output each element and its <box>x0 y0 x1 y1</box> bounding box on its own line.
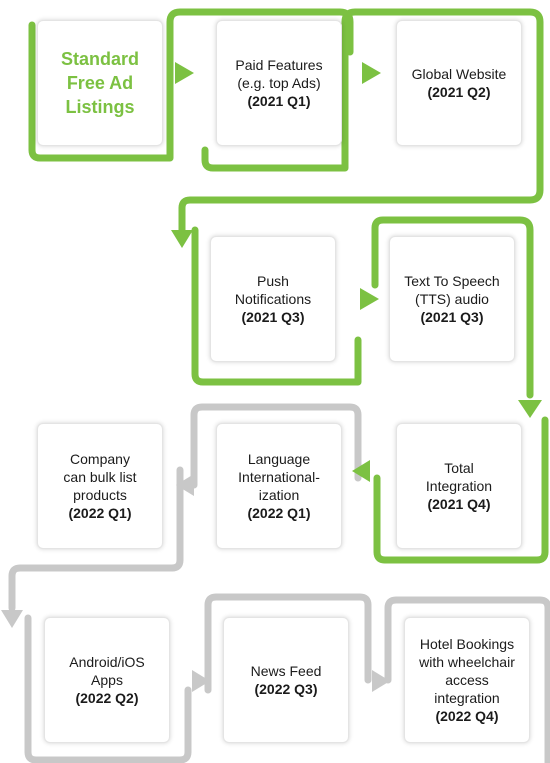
step-title: Standard Free Ad Listings <box>60 49 139 117</box>
step-card-total-integration: Total Integration (2021 Q4) <box>396 423 522 549</box>
step-card-language-internationalization: Language International- ization (2022 Q1… <box>216 423 342 549</box>
step-date: (2022 Q1) <box>247 505 311 521</box>
arrowhead-icon <box>192 670 210 692</box>
arrowhead-icon <box>372 670 390 692</box>
arrowhead-icon <box>1 610 23 628</box>
arrowhead-icon <box>360 288 379 310</box>
step-date: (2022 Q3) <box>254 681 318 697</box>
step-card-global-website: Global Website (2021 Q2) <box>396 20 522 146</box>
step-title: News Feed <box>250 663 322 679</box>
step-date: (2021 Q3) <box>420 309 484 325</box>
arrowhead-icon <box>176 474 194 496</box>
arrowhead-icon <box>175 62 194 84</box>
arrowhead-icon <box>171 230 193 248</box>
step-card-paid-features: Paid Features (e.g. top Ads) (2021 Q1) <box>216 20 342 146</box>
step-card-standard-free-ad-listings: Standard Free Ad Listings <box>37 20 163 146</box>
step-date: (2022 Q1) <box>68 505 132 521</box>
step-title: Company can bulk list products <box>63 451 137 503</box>
step-date: (2021 Q1) <box>247 93 311 109</box>
step-card-news-feed: News Feed (2022 Q3) <box>223 617 349 743</box>
arrowhead-icon <box>352 460 370 482</box>
step-card-push-notifications: Push Notifications (2021 Q3) <box>210 236 336 362</box>
arrowhead-icon <box>362 62 381 84</box>
step-card-hotel-bookings: Hotel Bookings with wheelchair access in… <box>404 617 530 743</box>
step-title: Hotel Bookings with wheelchair access in… <box>419 636 515 706</box>
step-card-android-ios-apps: Android/iOS Apps (2022 Q2) <box>44 617 170 743</box>
step-date: (2021 Q4) <box>427 496 491 512</box>
step-date: (2022 Q2) <box>75 690 139 706</box>
step-card-company-bulk-list: Company can bulk list products (2022 Q1) <box>37 423 163 549</box>
step-title: Global Website <box>411 66 507 82</box>
step-date: (2021 Q2) <box>427 84 491 100</box>
step-date: (2021 Q3) <box>241 309 305 325</box>
step-title: Language International- ization <box>238 451 320 503</box>
step-title: Push Notifications <box>234 273 312 307</box>
step-title: Text To Speech (TTS) audio <box>404 273 500 307</box>
arrowhead-icon <box>518 400 542 418</box>
connector-path-green <box>28 8 549 564</box>
connector-path-gray <box>8 403 550 763</box>
step-title: Paid Features (e.g. top Ads) <box>235 57 323 91</box>
step-title: Android/iOS Apps <box>69 654 145 688</box>
step-title: Total Integration <box>425 460 493 494</box>
step-card-text-to-speech: Text To Speech (TTS) audio (2021 Q3) <box>389 236 515 362</box>
step-date: (2022 Q4) <box>435 708 499 724</box>
